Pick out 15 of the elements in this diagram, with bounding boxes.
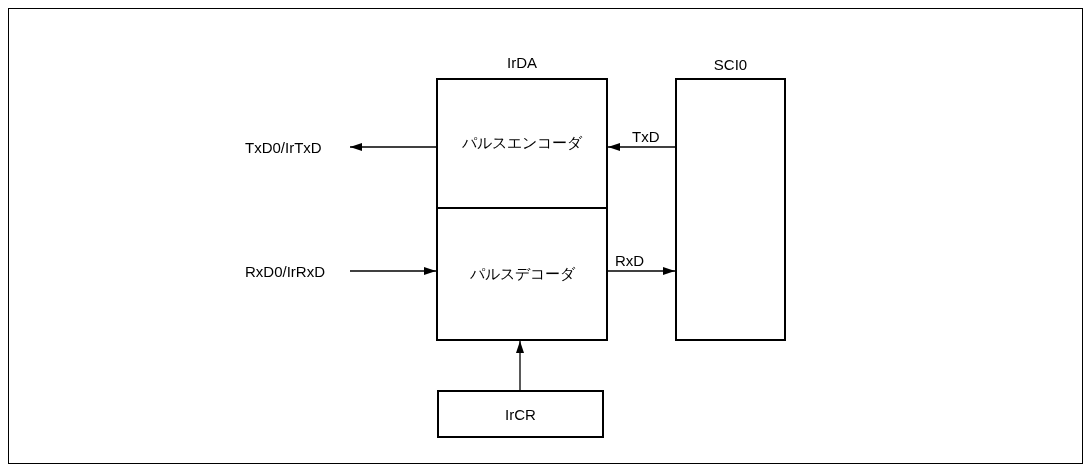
decoder-box (436, 207, 608, 341)
box-label: パルスデコーダ (469, 264, 575, 284)
encoder-box (436, 78, 608, 209)
arrow (607, 143, 676, 151)
signal-label: RxD0/IrRxD (245, 261, 350, 281)
arrow (607, 267, 676, 275)
box-label: パルスエンコーダ (462, 134, 582, 153)
arrow (349, 143, 437, 151)
arrow (349, 267, 437, 275)
signal-label: TxD0/IrTxD (245, 137, 350, 157)
register-box (437, 390, 604, 438)
arrow (516, 340, 524, 391)
box-label: IrCR (505, 405, 536, 423)
block-heading: IrDA (507, 54, 537, 71)
block-heading: SCI0 (713, 56, 748, 73)
